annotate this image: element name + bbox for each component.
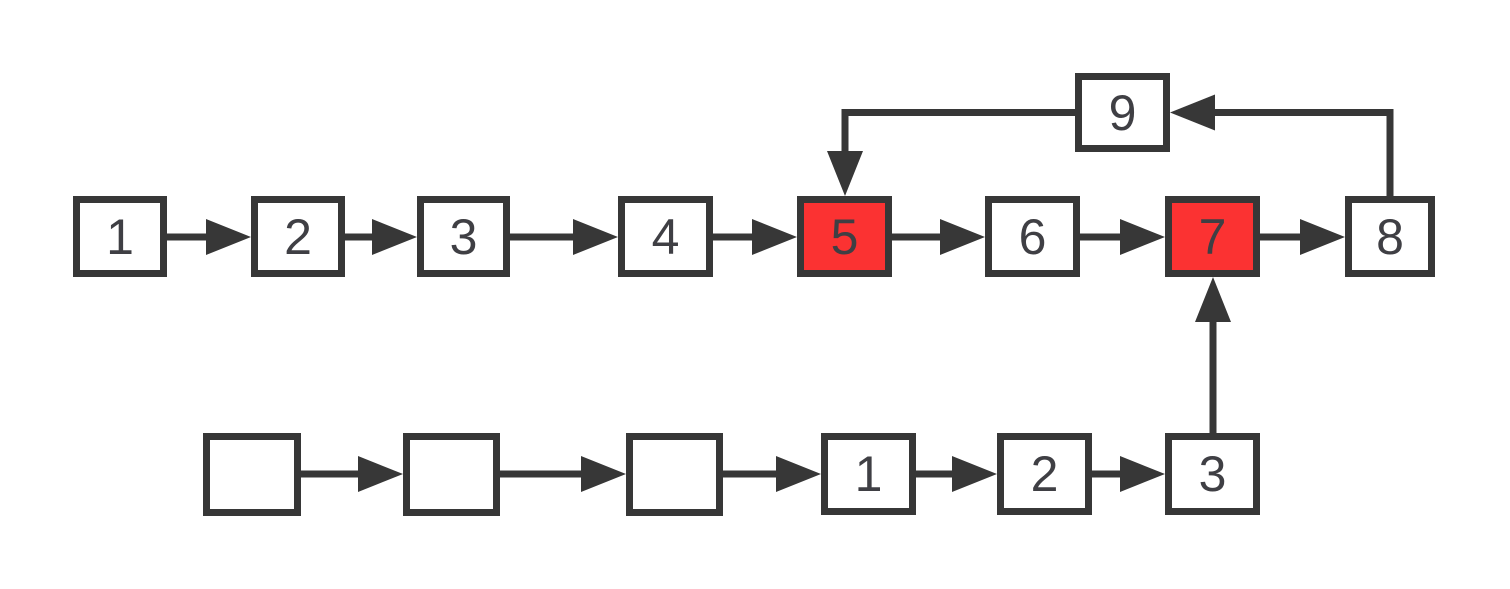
node-top-3: 3 (417, 196, 510, 277)
node-bottom-2: 2 (997, 433, 1092, 515)
edge-bottom-empty-3-to-bottom-1-arrowhead (776, 456, 821, 492)
node-top-2: 2 (251, 196, 345, 277)
node-top-8: 8 (1345, 196, 1435, 277)
edge-node-9-to-top-5-arrowhead (827, 151, 863, 196)
node-label: 5 (830, 208, 859, 265)
node-bottom-empty-1 (203, 433, 301, 516)
node-label: 3 (449, 208, 478, 265)
edge-bottom-empty-2-to-empty-3-arrowhead (581, 456, 626, 492)
node-top-6: 6 (985, 196, 1080, 277)
edge-top-5-to-top-6-arrowhead (940, 219, 985, 255)
node-label: 6 (1018, 208, 1047, 265)
edge-bottom-empty-1-to-empty-2-arrowhead (358, 456, 403, 492)
node-top-1: 1 (73, 196, 167, 277)
node-top-4: 4 (618, 196, 713, 277)
node-label: 2 (284, 208, 312, 265)
node-label: 8 (1376, 208, 1404, 265)
node-label: 1 (854, 446, 883, 502)
node-bottom-empty-3 (626, 433, 723, 516)
node-label: 9 (1108, 84, 1137, 141)
node-label: 4 (651, 208, 680, 265)
node-bottom-3: 3 (1165, 433, 1260, 515)
edge-top-1-to-top-2-arrowhead (206, 219, 251, 255)
edge-bottom-2-to-bottom-3-arrowhead (1120, 456, 1165, 492)
edge-bottom-3-to-top-7-arrowhead (1195, 277, 1231, 322)
node-label: 2 (1030, 446, 1059, 502)
node-bottom-1: 1 (821, 433, 916, 515)
node-label: 3 (1198, 446, 1227, 502)
edge-top-6-to-top-7-arrowhead (1120, 219, 1165, 255)
edge-top-4-to-top-5-arrowhead (752, 219, 797, 255)
edge-top-7-to-top-8-arrowhead (1300, 219, 1345, 255)
edge-top-8-to-node-9-arrowhead (1170, 94, 1215, 131)
edge-bottom-1-to-bottom-2-arrowhead (952, 456, 997, 492)
node-9: 9 (1075, 73, 1170, 152)
node-top-5: 5 (797, 196, 892, 277)
edge-top-2-to-top-3-arrowhead (372, 219, 417, 255)
node-bottom-empty-2 (403, 433, 500, 516)
edge-node-9-to-top-5-line (841, 109, 1075, 155)
edge-top-3-to-top-4-arrowhead (573, 219, 618, 255)
edge-top-8-to-node-9-line (1211, 109, 1394, 196)
node-label: 1 (106, 208, 134, 265)
node-top-7: 7 (1165, 196, 1260, 277)
node-label: 7 (1198, 208, 1227, 265)
